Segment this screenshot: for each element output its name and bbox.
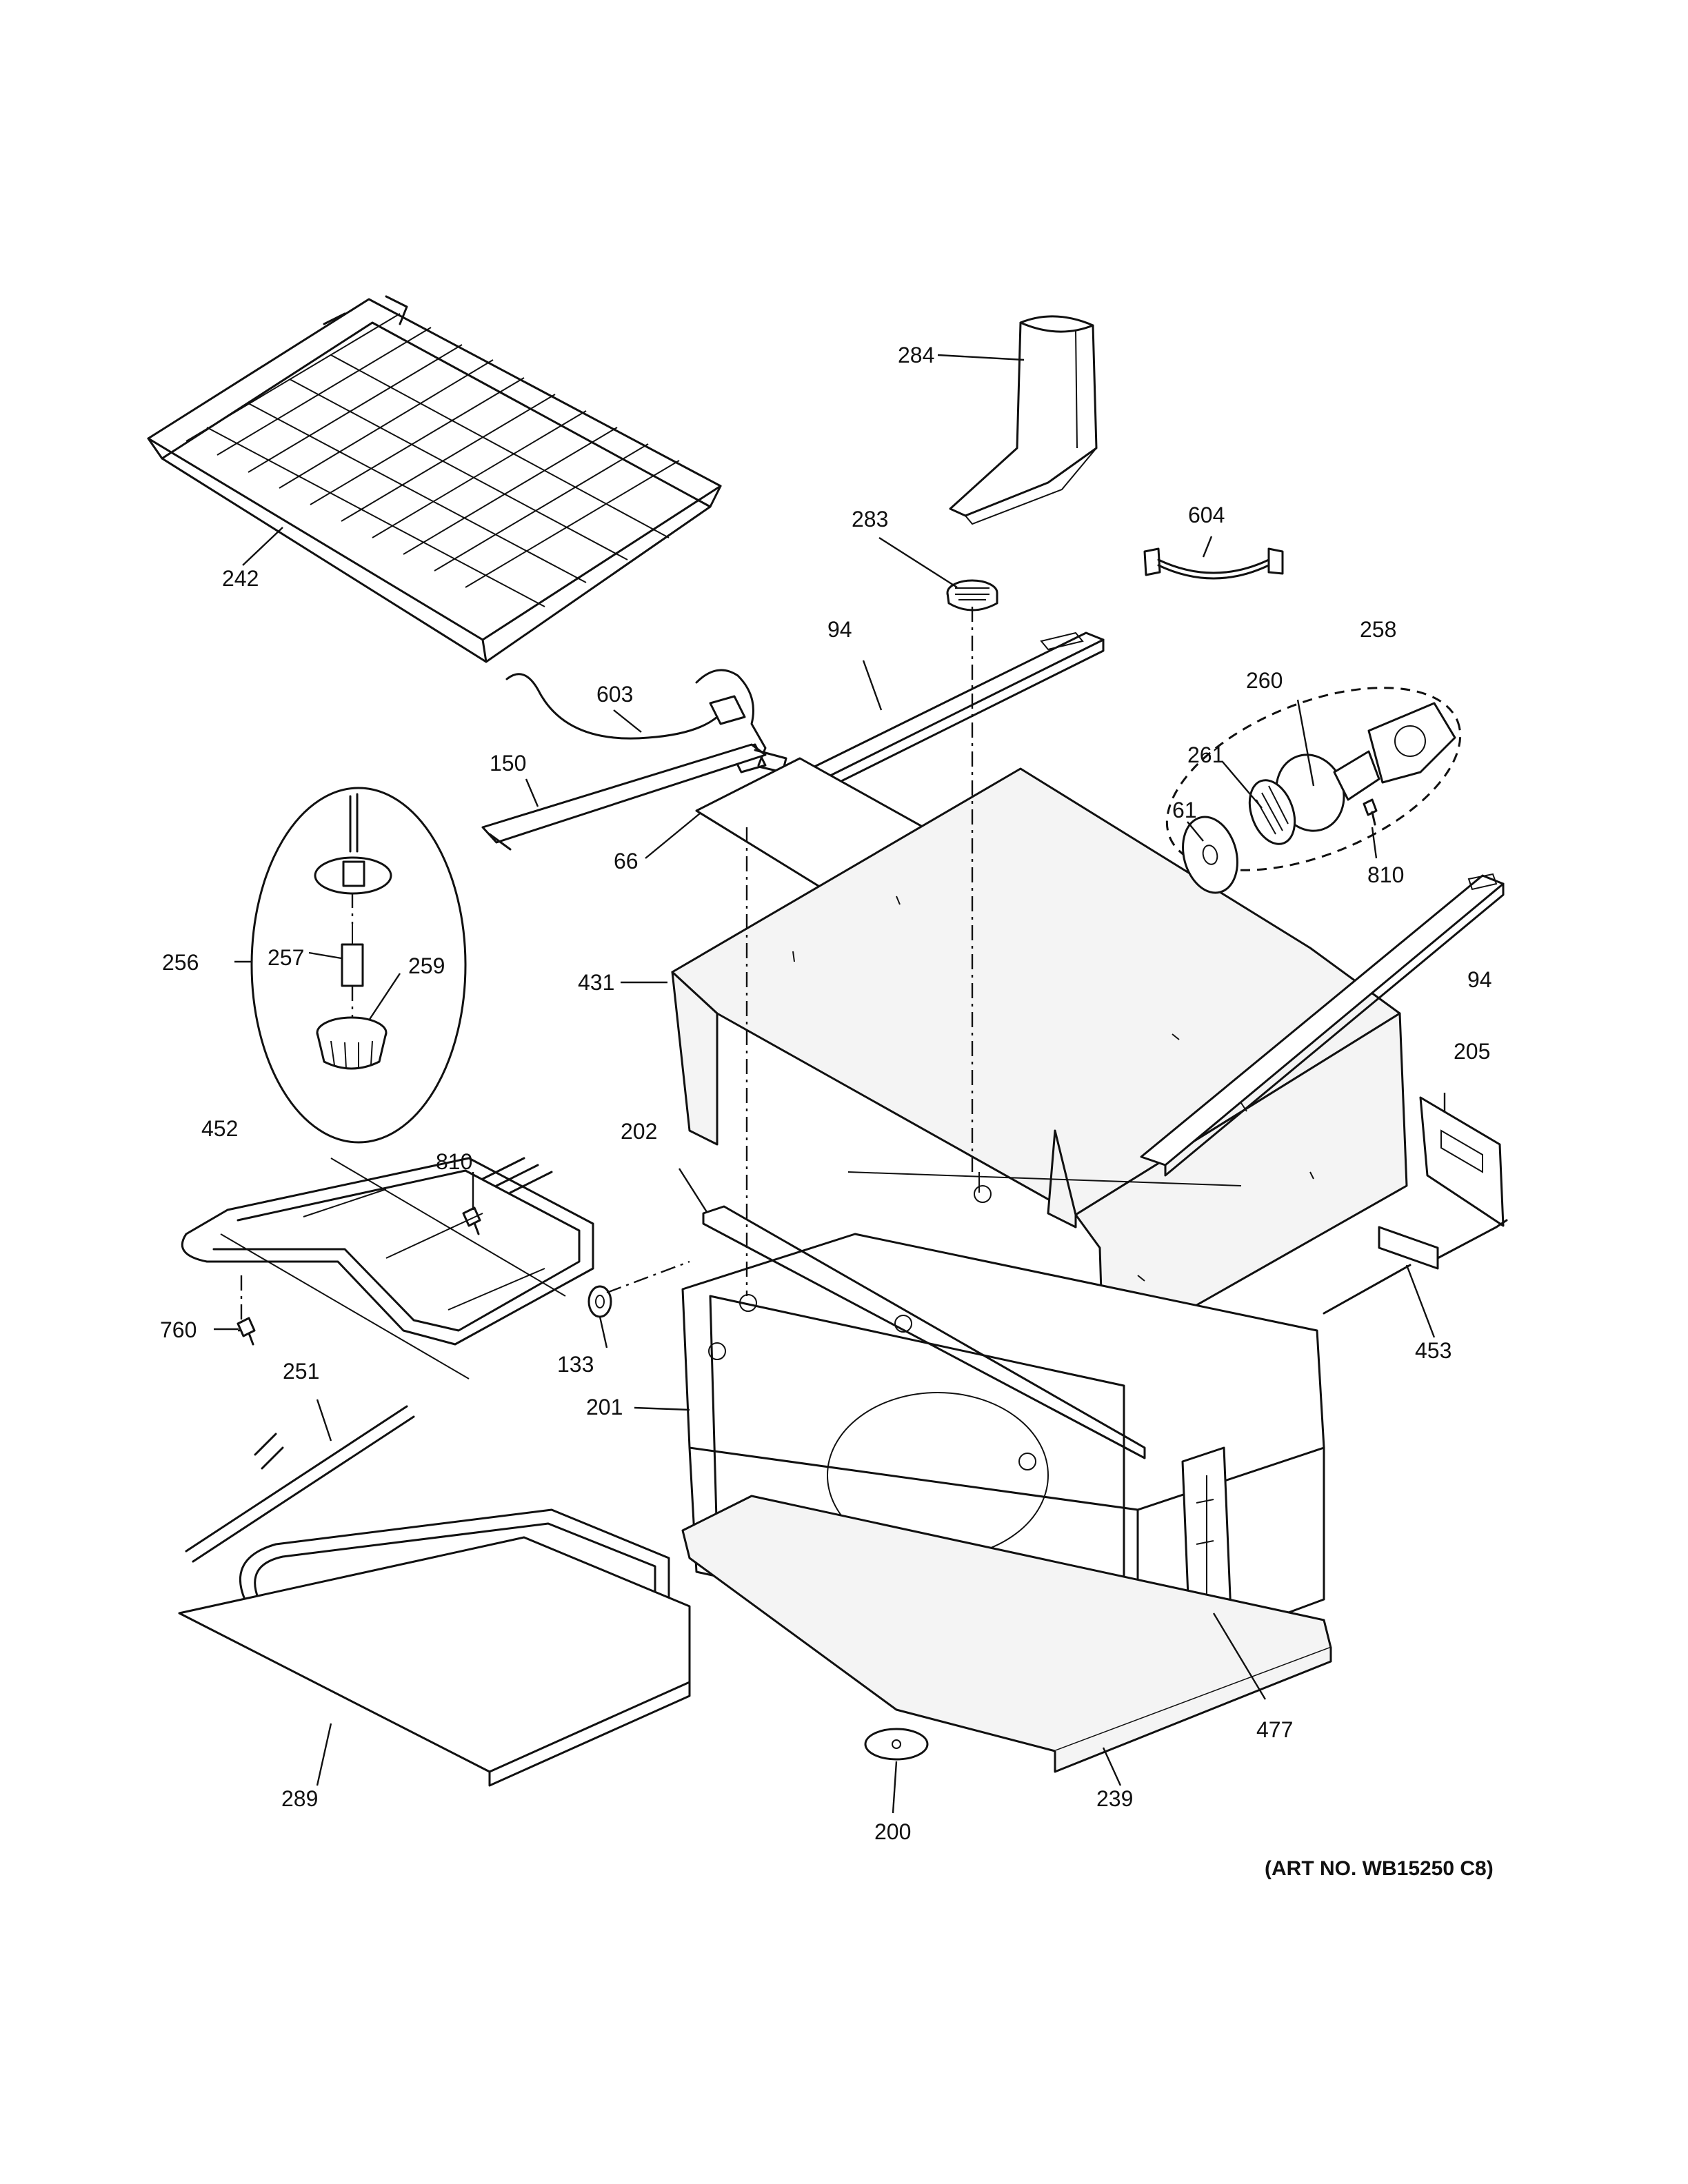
part-256-probe-receptacle-kit — [250, 787, 467, 1144]
part-284-vent-duct — [949, 315, 1098, 525]
part-239-bottom-insulation — [681, 1495, 1332, 1773]
callout-431: 431 — [578, 970, 614, 995]
part-452-bake-element — [181, 1157, 594, 1379]
callout-810-element: 810 — [436, 1149, 472, 1174]
callout-452: 452 — [201, 1116, 238, 1141]
leader-lines — [214, 354, 1446, 1814]
part-283-vent-grille — [946, 579, 998, 611]
callout-477: 477 — [1256, 1717, 1293, 1742]
callout-200: 200 — [874, 1819, 911, 1844]
callout-603: 603 — [596, 682, 633, 707]
part-453-temperature-sensor — [1323, 1219, 1508, 1315]
callout-604: 604 — [1188, 503, 1225, 527]
part-760-screw — [237, 1317, 256, 1346]
part-257-probe-insert — [341, 924, 364, 987]
callout-453: 453 — [1415, 1338, 1451, 1363]
part-150-probe-bracket — [481, 743, 787, 851]
callout-94-right: 94 — [1467, 967, 1492, 992]
callout-94-upper: 94 — [827, 617, 852, 642]
callout-66: 66 — [614, 849, 639, 873]
callout-61: 61 — [1172, 798, 1197, 822]
art-number-caption: (ART NO. WB15250 C8) — [1265, 1857, 1494, 1880]
callout-numbers: 242 284 283 604 94 603 258 260 261 61 81… — [160, 343, 1492, 1844]
part-200-cover-plate — [864, 1728, 929, 1761]
callout-239: 239 — [1096, 1786, 1133, 1811]
callout-201: 201 — [586, 1395, 623, 1419]
callout-256: 256 — [162, 950, 199, 975]
part-259-probe-cup — [316, 1016, 388, 1070]
callout-259: 259 — [408, 953, 445, 978]
callout-760: 760 — [160, 1317, 197, 1342]
part-604-wire-harness — [1143, 547, 1284, 580]
part-94-right-side-rail — [1140, 873, 1505, 1177]
callout-283: 283 — [852, 507, 888, 532]
part-202-front-frame — [702, 1171, 1242, 1459]
callout-133: 133 — [557, 1352, 594, 1377]
callout-251: 251 — [283, 1359, 319, 1384]
callout-284: 284 — [898, 343, 934, 367]
part-94-upper-side-rail — [802, 631, 1105, 793]
part-261-lamp-lens — [1248, 779, 1296, 845]
part-205-bracket — [1419, 1096, 1505, 1227]
callout-258: 258 — [1360, 617, 1396, 642]
callout-261: 261 — [1187, 742, 1224, 767]
callout-810-lamp: 810 — [1367, 862, 1404, 887]
part-242-oven-rack — [147, 295, 722, 663]
callout-260: 260 — [1246, 668, 1283, 693]
callout-202: 202 — [621, 1119, 657, 1144]
part-61-lamp-gasket — [1182, 816, 1238, 894]
callout-150: 150 — [490, 751, 526, 776]
callout-257: 257 — [268, 945, 304, 970]
callout-289: 289 — [281, 1786, 318, 1811]
callout-242: 242 — [222, 566, 259, 591]
part-133-grommet — [587, 1285, 612, 1318]
part-289-broil-shield — [178, 1536, 691, 1787]
callout-205: 205 — [1454, 1039, 1490, 1064]
part-258-oven-lamp-assembly — [1165, 687, 1462, 871]
part-810-element-screw — [462, 1206, 481, 1235]
